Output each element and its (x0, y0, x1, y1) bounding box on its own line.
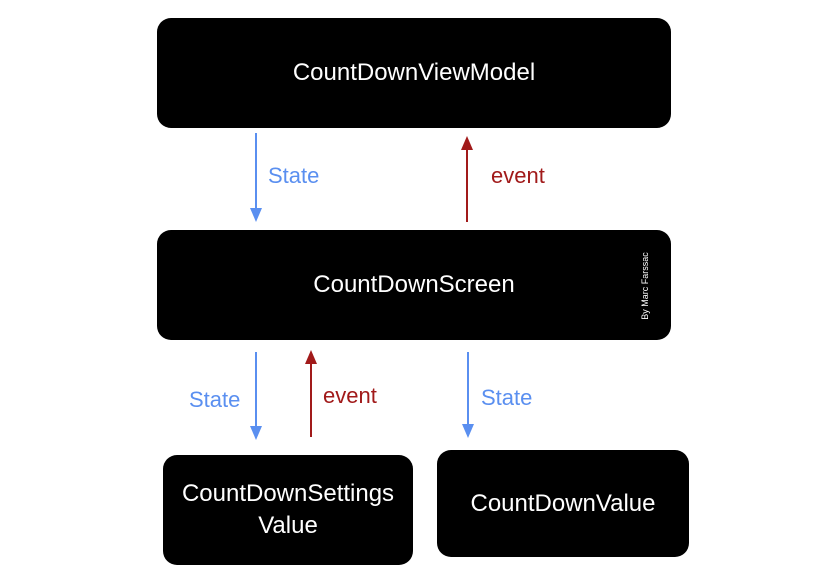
edge-label-state: State (189, 387, 241, 412)
edge-screen-to-settings-state (250, 352, 262, 440)
edge-vm-to-screen-state (250, 133, 262, 222)
node-label: CountDownScreen (313, 271, 515, 298)
edge-label-event: event (323, 383, 377, 408)
edge-label-state: State (268, 163, 320, 188)
node-label: CountDownValue (470, 489, 656, 517)
arrowhead-down-icon (250, 208, 262, 222)
node-label: CountDownSettingsValue (181, 480, 395, 539)
edge-screen-to-value-state (462, 352, 474, 438)
arrowhead-down-icon (462, 424, 474, 438)
node-label: CountDownViewModel (292, 59, 536, 86)
node-countdown-value: CountDownValue (437, 450, 689, 557)
arrowhead-up-icon (305, 350, 317, 364)
node-countdown-screen: CountDownScreen (157, 230, 671, 340)
arrowhead-down-icon (250, 426, 262, 440)
edge-settings-to-screen-event (305, 350, 317, 437)
arrowhead-up-icon (461, 136, 473, 150)
node-countdown-view-model: CountDownViewModel (157, 18, 671, 128)
node-countdown-settings-value: CountDownSettingsValue (163, 455, 413, 565)
edge-screen-to-vm-event (461, 136, 473, 222)
edge-label-state: State (481, 385, 533, 410)
edge-label-event: event (491, 163, 545, 188)
